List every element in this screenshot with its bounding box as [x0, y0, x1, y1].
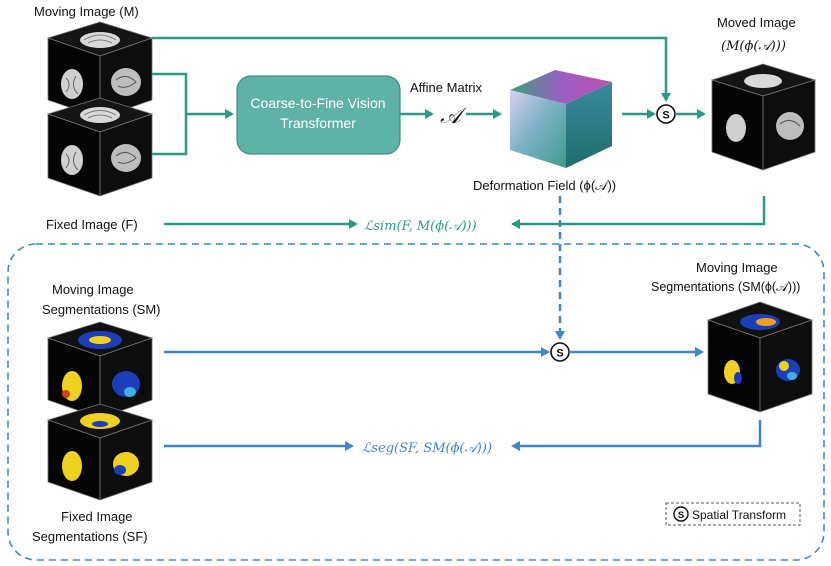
fixed-seg-label-line1: Fixed Image	[61, 509, 133, 524]
affine-matrix-label: Affine Matrix	[410, 80, 483, 95]
legend: S Spatial Transform	[665, 502, 801, 526]
fixed-image-cube	[46, 97, 154, 197]
segmentation-panel	[7, 243, 825, 561]
moving-seg-out-label-line1: Moving Image	[696, 260, 778, 275]
vit-label-line2: Transformer	[280, 115, 356, 131]
segmentation-loss: ℒseg(SF, SM(ϕ(𝒜)))	[362, 441, 492, 456]
fixed-seg-label-line2: Segmentations (SF)	[32, 529, 148, 544]
svg-text:S: S	[662, 110, 669, 122]
vision-transformer-block: Coarse-to-Fine Vision Transformer	[236, 75, 401, 155]
spatial-transform-node-top: S	[656, 104, 676, 124]
svg-text:S: S	[556, 348, 563, 360]
vit-label-line1: Coarse-to-Fine Vision	[250, 95, 385, 111]
warped-seg-cube	[706, 301, 814, 413]
affine-symbol: 𝒜	[440, 104, 467, 129]
moving-seg-cube	[46, 321, 154, 419]
moved-image-title: Moved Image	[717, 15, 796, 30]
legend-spatial-transform: Spatial Transform	[692, 508, 786, 522]
moving-seg-label-line1: Moving Image	[52, 282, 134, 297]
moving-image-label: Moving Image (M)	[34, 4, 139, 19]
similarity-loss: ℒsim(F, M(ϕ(𝒜)))	[364, 219, 477, 234]
moved-image-cube	[710, 63, 817, 171]
fixed-seg-cube	[46, 403, 154, 501]
moving-seg-out-label-line2: Segmentations (SM(ϕ(𝒜)))	[651, 280, 800, 294]
spatial-transform-node-bottom: S	[550, 342, 570, 362]
moved-image-formula: (M(ϕ(𝒜)))	[721, 39, 786, 54]
moving-seg-label-line2: Segmentations (SM)	[42, 302, 161, 317]
deformation-field-label: Deformation Field (ϕ(𝒜))	[473, 178, 616, 193]
spatial-transform-icon: S	[678, 510, 684, 521]
deformation-field-cube	[510, 70, 612, 168]
fixed-image-label: Fixed Image (F)	[46, 217, 138, 232]
moving-image-cube	[46, 21, 154, 119]
